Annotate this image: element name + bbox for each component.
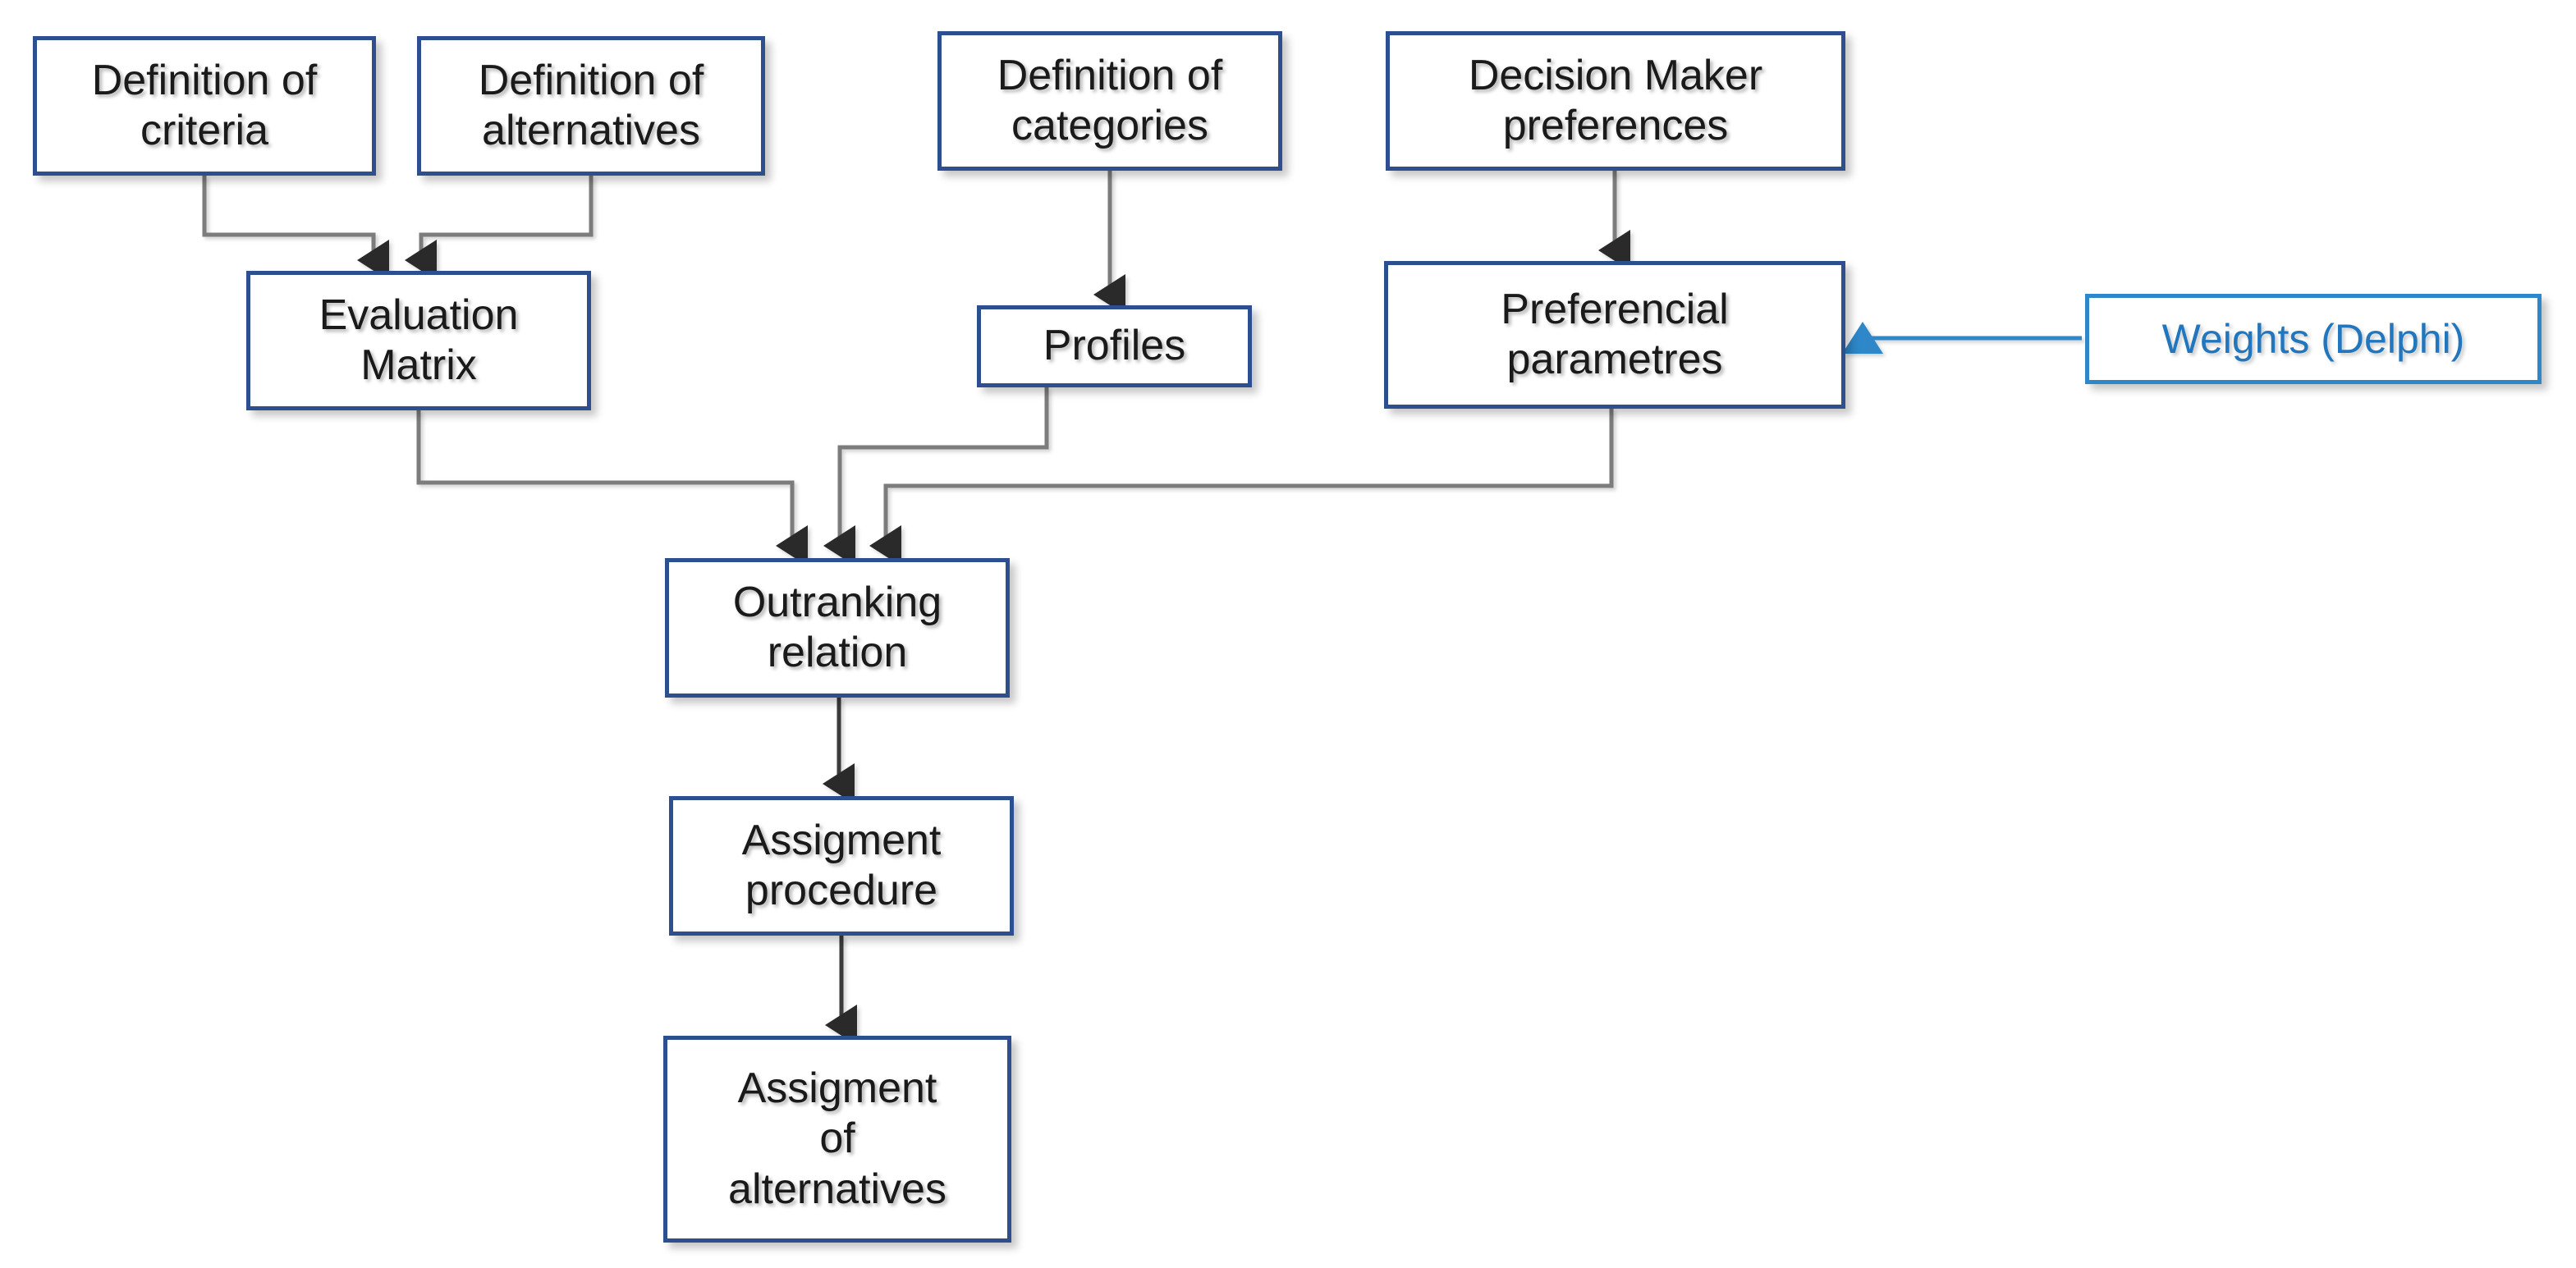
node-weights-delphi[interactable]: Weights (Delphi) [2085,294,2542,384]
node-label-assigment-procedure: Assigment procedure [741,816,942,914]
node-profiles[interactable]: Profiles [977,305,1252,387]
node-label-definition-of-criteria: Definition of criteria [91,56,318,154]
edge-criteria-to-matrix [202,176,389,282]
edge-alternatives-to-matrix [405,176,594,282]
node-preferencial-parametres[interactable]: Preferencial parametres [1384,261,1845,409]
node-decision-maker-preferences[interactable]: Decision Maker preferences [1386,31,1845,171]
edge-profiles-to-outranking [823,387,1049,567]
node-label-decision-maker-preferences: Decision Maker preferences [1468,51,1763,149]
node-outranking-relation[interactable]: Outranking relation [665,558,1010,698]
node-label-assigment-of-alternatives: Assigment of alternatives [728,1064,947,1213]
node-label-profiles: Profiles [1043,322,1186,370]
node-label-outranking-relation: Outranking relation [732,578,942,676]
node-label-definition-of-alternatives: Definition of alternatives [478,56,704,154]
node-evaluation-matrix[interactable]: Evaluation Matrix [246,271,591,410]
edge-matrix-to-outranking [416,410,808,567]
node-assigment-of-alternatives[interactable]: Assigment of alternatives [663,1036,1011,1243]
node-label-weights-delphi: Weights (Delphi) [2161,315,2465,362]
node-label-evaluation-matrix: Evaluation Matrix [319,291,519,389]
node-definition-of-criteria[interactable]: Definition of criteria [33,36,376,176]
node-label-preferencial-parametres: Preferencial parametres [1501,285,1729,383]
node-label-definition-of-categories: Definition of categories [997,51,1223,149]
node-definition-of-alternatives[interactable]: Definition of alternatives [417,36,765,176]
node-assigment-procedure[interactable]: Assigment procedure [669,796,1014,936]
edge-parametres-to-outranking [869,409,1614,567]
node-definition-of-categories[interactable]: Definition of categories [937,31,1282,171]
